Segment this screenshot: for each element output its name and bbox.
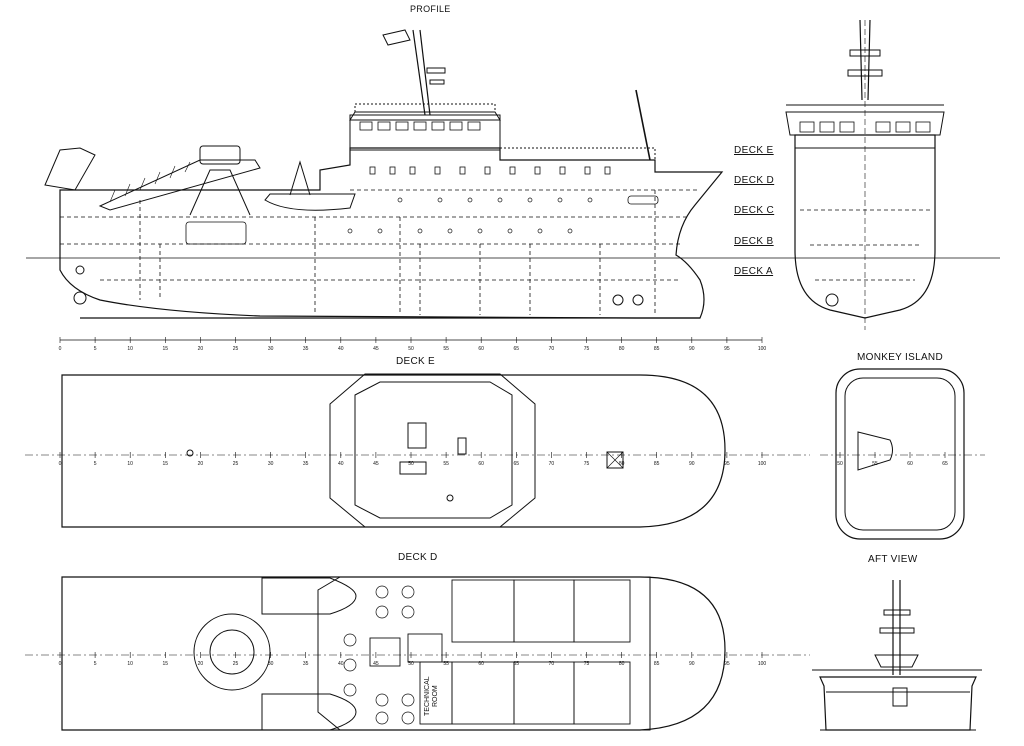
deck-d-scale-tick-label-35: 35	[303, 661, 309, 667]
deck-e-scale-tick-label-50: 50	[408, 461, 414, 467]
profile-view	[26, 29, 1000, 319]
deck-e-scale-tick-label-60: 60	[478, 461, 484, 467]
technical-room-label-line1: TECHNICAL	[424, 676, 431, 716]
profile-hull-outline	[59, 147, 724, 319]
deck-level-label-b: DECK B	[734, 236, 774, 247]
profile-scale-tick-label-95: 95	[724, 346, 730, 352]
monkey-island-scale-tick-label-55: 55	[872, 461, 878, 467]
deck-d-scale-tick-label-100: 100	[758, 661, 767, 667]
profile-scale-tick-label-50: 50	[408, 346, 414, 352]
deck-d-scale-tick-label-50: 50	[408, 661, 414, 667]
deck-e-scale-tick-label-40: 40	[338, 461, 344, 467]
deck-d-scale-tick-label-0: 0	[59, 661, 62, 667]
deck-d-scale-tick-label-25: 25	[233, 661, 239, 667]
deck-d-scale-tick-label-30: 30	[268, 661, 274, 667]
profile-view-title: PROFILE	[410, 4, 451, 14]
deck-level-label-a: DECK A	[734, 266, 774, 277]
deck-d-scale-tick-label-70: 70	[549, 661, 555, 667]
profile-scale-tick-label-35: 35	[303, 346, 309, 352]
deck-d-scale-tick-label-85: 85	[654, 661, 660, 667]
deck-d-scale-tick-label-90: 90	[689, 661, 695, 667]
profile-scale-tick-label-55: 55	[443, 346, 449, 352]
deck-d-scale-tick-label-10: 10	[127, 661, 133, 667]
monkey-island-scale-tick-label-65: 65	[942, 461, 948, 467]
profile-scale-tick-label-0: 0	[59, 346, 62, 352]
deck-e-scale-tick-label-90: 90	[689, 461, 695, 467]
deck-e-scale-tick-label-5: 5	[94, 461, 97, 467]
deck-e-scale-tick-label-65: 65	[514, 461, 520, 467]
deck-d-scale-tick-label-80: 80	[619, 661, 625, 667]
profile-scale-tick-label-40: 40	[338, 346, 344, 352]
deck-e-scale-tick-label-15: 15	[163, 461, 169, 467]
monkey-island-view-title: MONKEY ISLAND	[857, 352, 943, 363]
profile-scale-tick-label-10: 10	[127, 346, 133, 352]
profile-scale-tick-label-75: 75	[584, 346, 590, 352]
deck-level-label-c: DECK C	[734, 205, 775, 216]
aft-view	[812, 580, 982, 731]
profile-scale-tick-label-90: 90	[689, 346, 695, 352]
monkey-island-scale-tick-label-50: 50	[837, 461, 843, 467]
deck-e-plan	[25, 373, 810, 528]
deck-level-label-d: DECK D	[734, 175, 775, 186]
profile-scale-tick-label-15: 15	[163, 346, 169, 352]
deck-e-scale-tick-label-45: 45	[373, 461, 379, 467]
profile-scale-tick-label-85: 85	[654, 346, 660, 352]
profile-scale-tick-label-100: 100	[758, 346, 767, 352]
deck-e-scale-tick-label-30: 30	[268, 461, 274, 467]
deck-level-label-e: DECK E	[734, 145, 774, 156]
profile-scale-tick-label-25: 25	[233, 346, 239, 352]
deck-e-scale-tick-label-85: 85	[654, 461, 660, 467]
profile-scale-tick-label-70: 70	[549, 346, 555, 352]
deck-e-scale-tick-label-55: 55	[443, 461, 449, 467]
deck-d-scale-tick-label-55: 55	[443, 661, 449, 667]
profile-scale-tick-label-5: 5	[94, 346, 97, 352]
deck-d-scale-tick-label-20: 20	[198, 661, 204, 667]
monkey-island-scale-tick-label-60: 60	[907, 461, 913, 467]
deck-e-scale-tick-label-95: 95	[724, 461, 730, 467]
profile-scale-tick-label-20: 20	[198, 346, 204, 352]
deck-d-scale-tick-label-60: 60	[478, 661, 484, 667]
monkey-island-plan	[820, 368, 985, 540]
technical-room-label-line2: ROOM	[432, 685, 439, 708]
deck-d-scale-tick-label-95: 95	[724, 661, 730, 667]
profile-scale-tick-label-45: 45	[373, 346, 379, 352]
deck-e-scale-tick-label-25: 25	[233, 461, 239, 467]
deck-e-scale-tick-label-10: 10	[127, 461, 133, 467]
deck-e-scale-tick-label-35: 35	[303, 461, 309, 467]
profile-scale-tick-label-65: 65	[514, 346, 520, 352]
deck-e-scale-tick-label-20: 20	[198, 461, 204, 467]
deck-d-scale-tick-label-15: 15	[163, 661, 169, 667]
deck-d-scale-tick-label-75: 75	[584, 661, 590, 667]
profile-scale-tick-label-80: 80	[619, 346, 625, 352]
deck-d-scale-tick-label-5: 5	[94, 661, 97, 667]
profile-scale-tick-label-30: 30	[268, 346, 274, 352]
aft-view-title: AFT VIEW	[868, 554, 918, 565]
deck-d-view-title: DECK D	[398, 552, 438, 563]
deck-e-scale-tick-label-0: 0	[59, 461, 62, 467]
deck-e-scale-tick-label-75: 75	[584, 461, 590, 467]
deck-d-plan	[25, 576, 810, 731]
deck-e-scale-tick-label-100: 100	[758, 461, 767, 467]
front-view	[785, 19, 945, 330]
technical-room-label: TECHNICAL ROOM	[424, 676, 440, 716]
deck-e-scale-tick-label-80: 80	[619, 461, 625, 467]
deck-d-scale-tick-label-40: 40	[338, 661, 344, 667]
deck-e-scale-tick-label-70: 70	[549, 461, 555, 467]
deck-e-view-title: DECK E	[396, 356, 436, 367]
deck-d-scale-tick-label-45: 45	[373, 661, 379, 667]
profile-scale-tick-label-60: 60	[478, 346, 484, 352]
deck-d-scale-tick-label-65: 65	[514, 661, 520, 667]
